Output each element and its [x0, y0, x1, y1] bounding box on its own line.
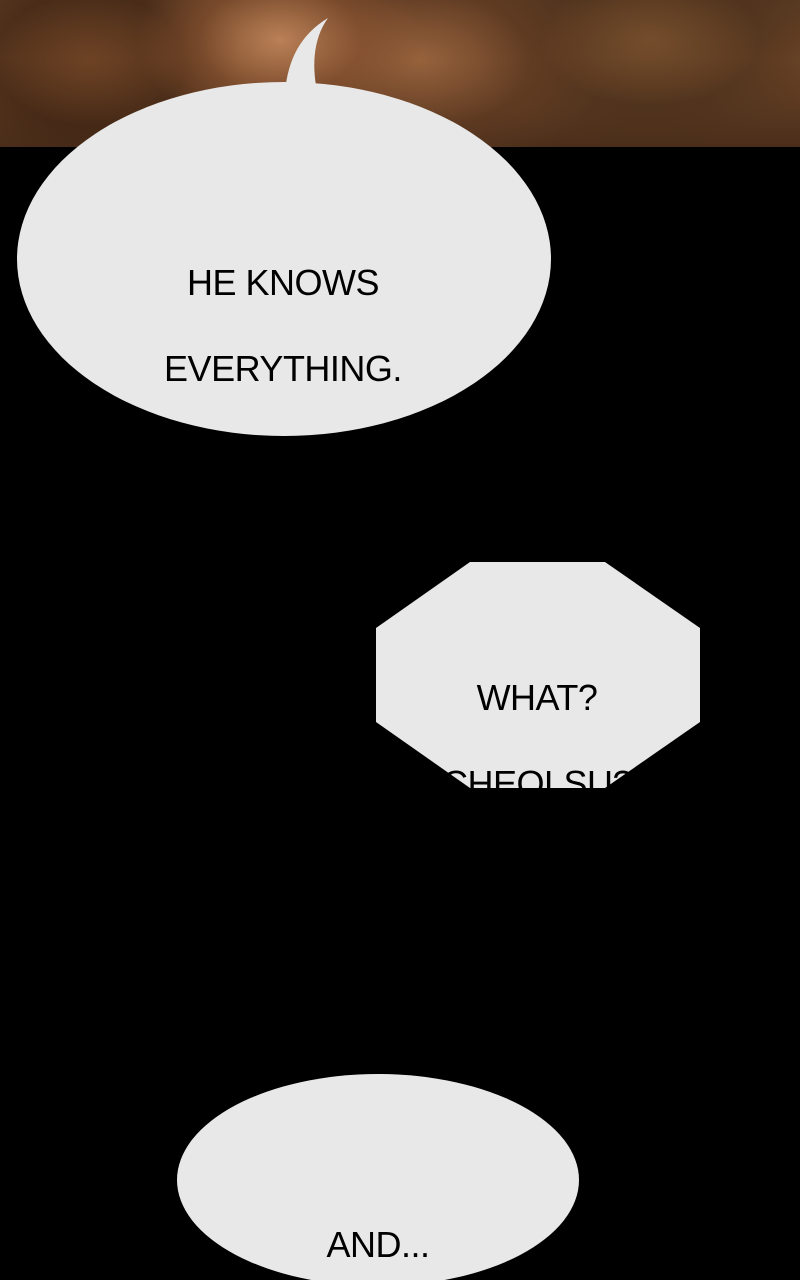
speech-bubble-3-text: AND...	[278, 1180, 478, 1280]
speech-bubble-1-text: HE KNOWS EVERYTHING.	[133, 218, 433, 433]
speech-bubble-1-tail	[285, 18, 328, 95]
speech-bubble-1-body	[17, 82, 551, 436]
speech-bubble-3-line-1: AND...	[326, 1224, 430, 1265]
speech-bubble-1-shape	[17, 18, 551, 436]
speech-bubble-1-line-1: HE KNOWS	[186, 262, 380, 303]
speech-bubble-2-line-1: WHAT?	[476, 677, 598, 718]
speech-bubble-2-text: WHAT? CHEOLSU?	[397, 633, 677, 848]
speech-bubble-1-line-2: EVERYTHING.	[164, 348, 402, 389]
speech-bubble-3-shape	[177, 1074, 579, 1280]
speech-bubble-2-line-2: CHEOLSU?	[441, 763, 633, 804]
speech-bubble-2-shape	[376, 562, 700, 788]
